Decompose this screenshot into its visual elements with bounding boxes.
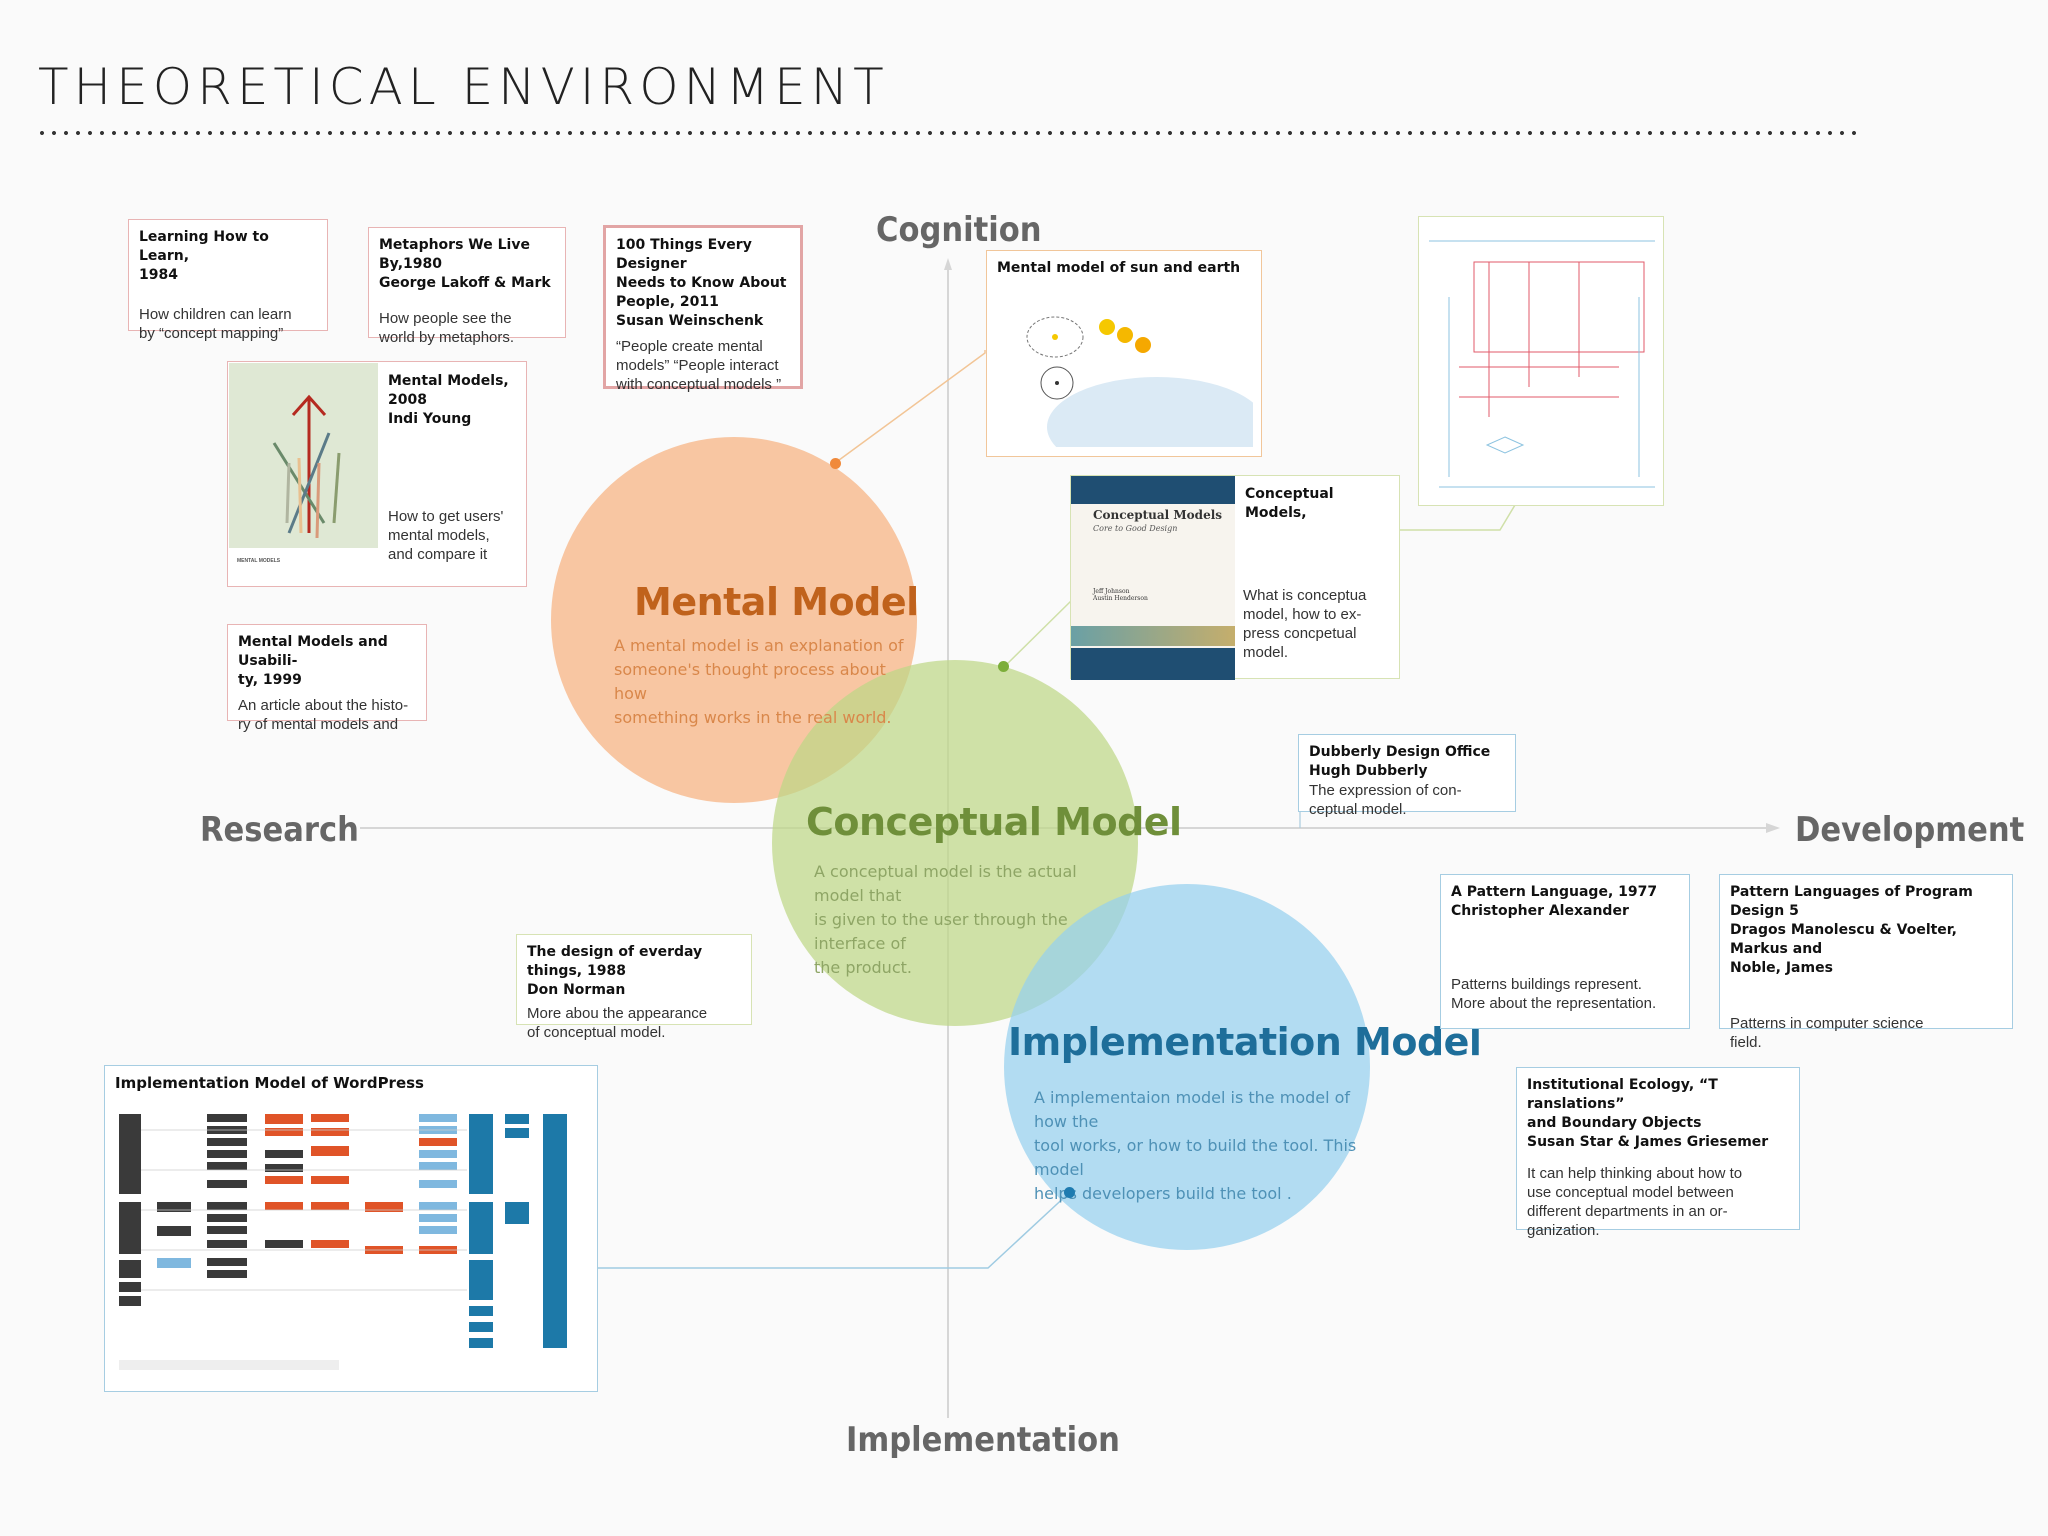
card-conceptual-models-book: Conceptual Models Core to Good Design Je…: [1070, 475, 1400, 680]
axis-label-implementation: Implementation: [846, 1420, 1120, 1460]
implementation-model-title: Implementation Model: [1008, 1020, 1482, 1064]
card-institutional-ecology: Institutional Ecology, “T ranslations”an…: [1516, 1067, 1800, 1239]
conceptual-connector-dot: [998, 661, 1009, 672]
page-title: THEORETICAL ENVIRONMENT: [38, 58, 889, 116]
sun-earth-illustration-icon: [1026, 316, 1253, 447]
book-cover-art-icon: [229, 394, 378, 585]
card-mental-models-usability: Mental Models and Usabili-ty, 1999 An ar…: [227, 624, 427, 733]
card-implementation-model-wordpress: Implementation Model of WordPress: [104, 1065, 598, 1392]
diagram-users-objects-thumbnail: [1418, 216, 1664, 506]
users-objects-diagram-icon: [1429, 240, 1655, 488]
conceptual-model-title: Conceptual Model: [806, 800, 1182, 844]
wordpress-model-diagram-icon: [119, 1114, 567, 1370]
conceptual-models-book-cover: Conceptual Models Core to Good Design Je…: [1071, 476, 1235, 680]
implementation-connector-dot: [1064, 1187, 1075, 1198]
card-sun-and-earth: Mental model of sun and earth: [986, 250, 1262, 457]
mental-connector-dot: [830, 458, 841, 469]
conceptual-model-description: A conceptual model is the actual model t…: [814, 862, 1077, 977]
axis-label-development: Development: [1795, 810, 2025, 850]
mental-models-book-cover: MENTAL MODELS: [229, 363, 378, 585]
axis-label-research: Research: [200, 810, 359, 850]
implementation-model-description: A implementaion model is the model of ho…: [1034, 1088, 1357, 1203]
dotted-divider: [36, 130, 1856, 136]
card-learning-how-to-learn: Learning How to Learn,1984 How children …: [128, 219, 328, 342]
book-cover-label: MENTAL MODELS: [237, 558, 281, 564]
axis-label-cognition: Cognition: [876, 210, 1042, 250]
mental-model-title: Mental Model: [634, 580, 919, 624]
